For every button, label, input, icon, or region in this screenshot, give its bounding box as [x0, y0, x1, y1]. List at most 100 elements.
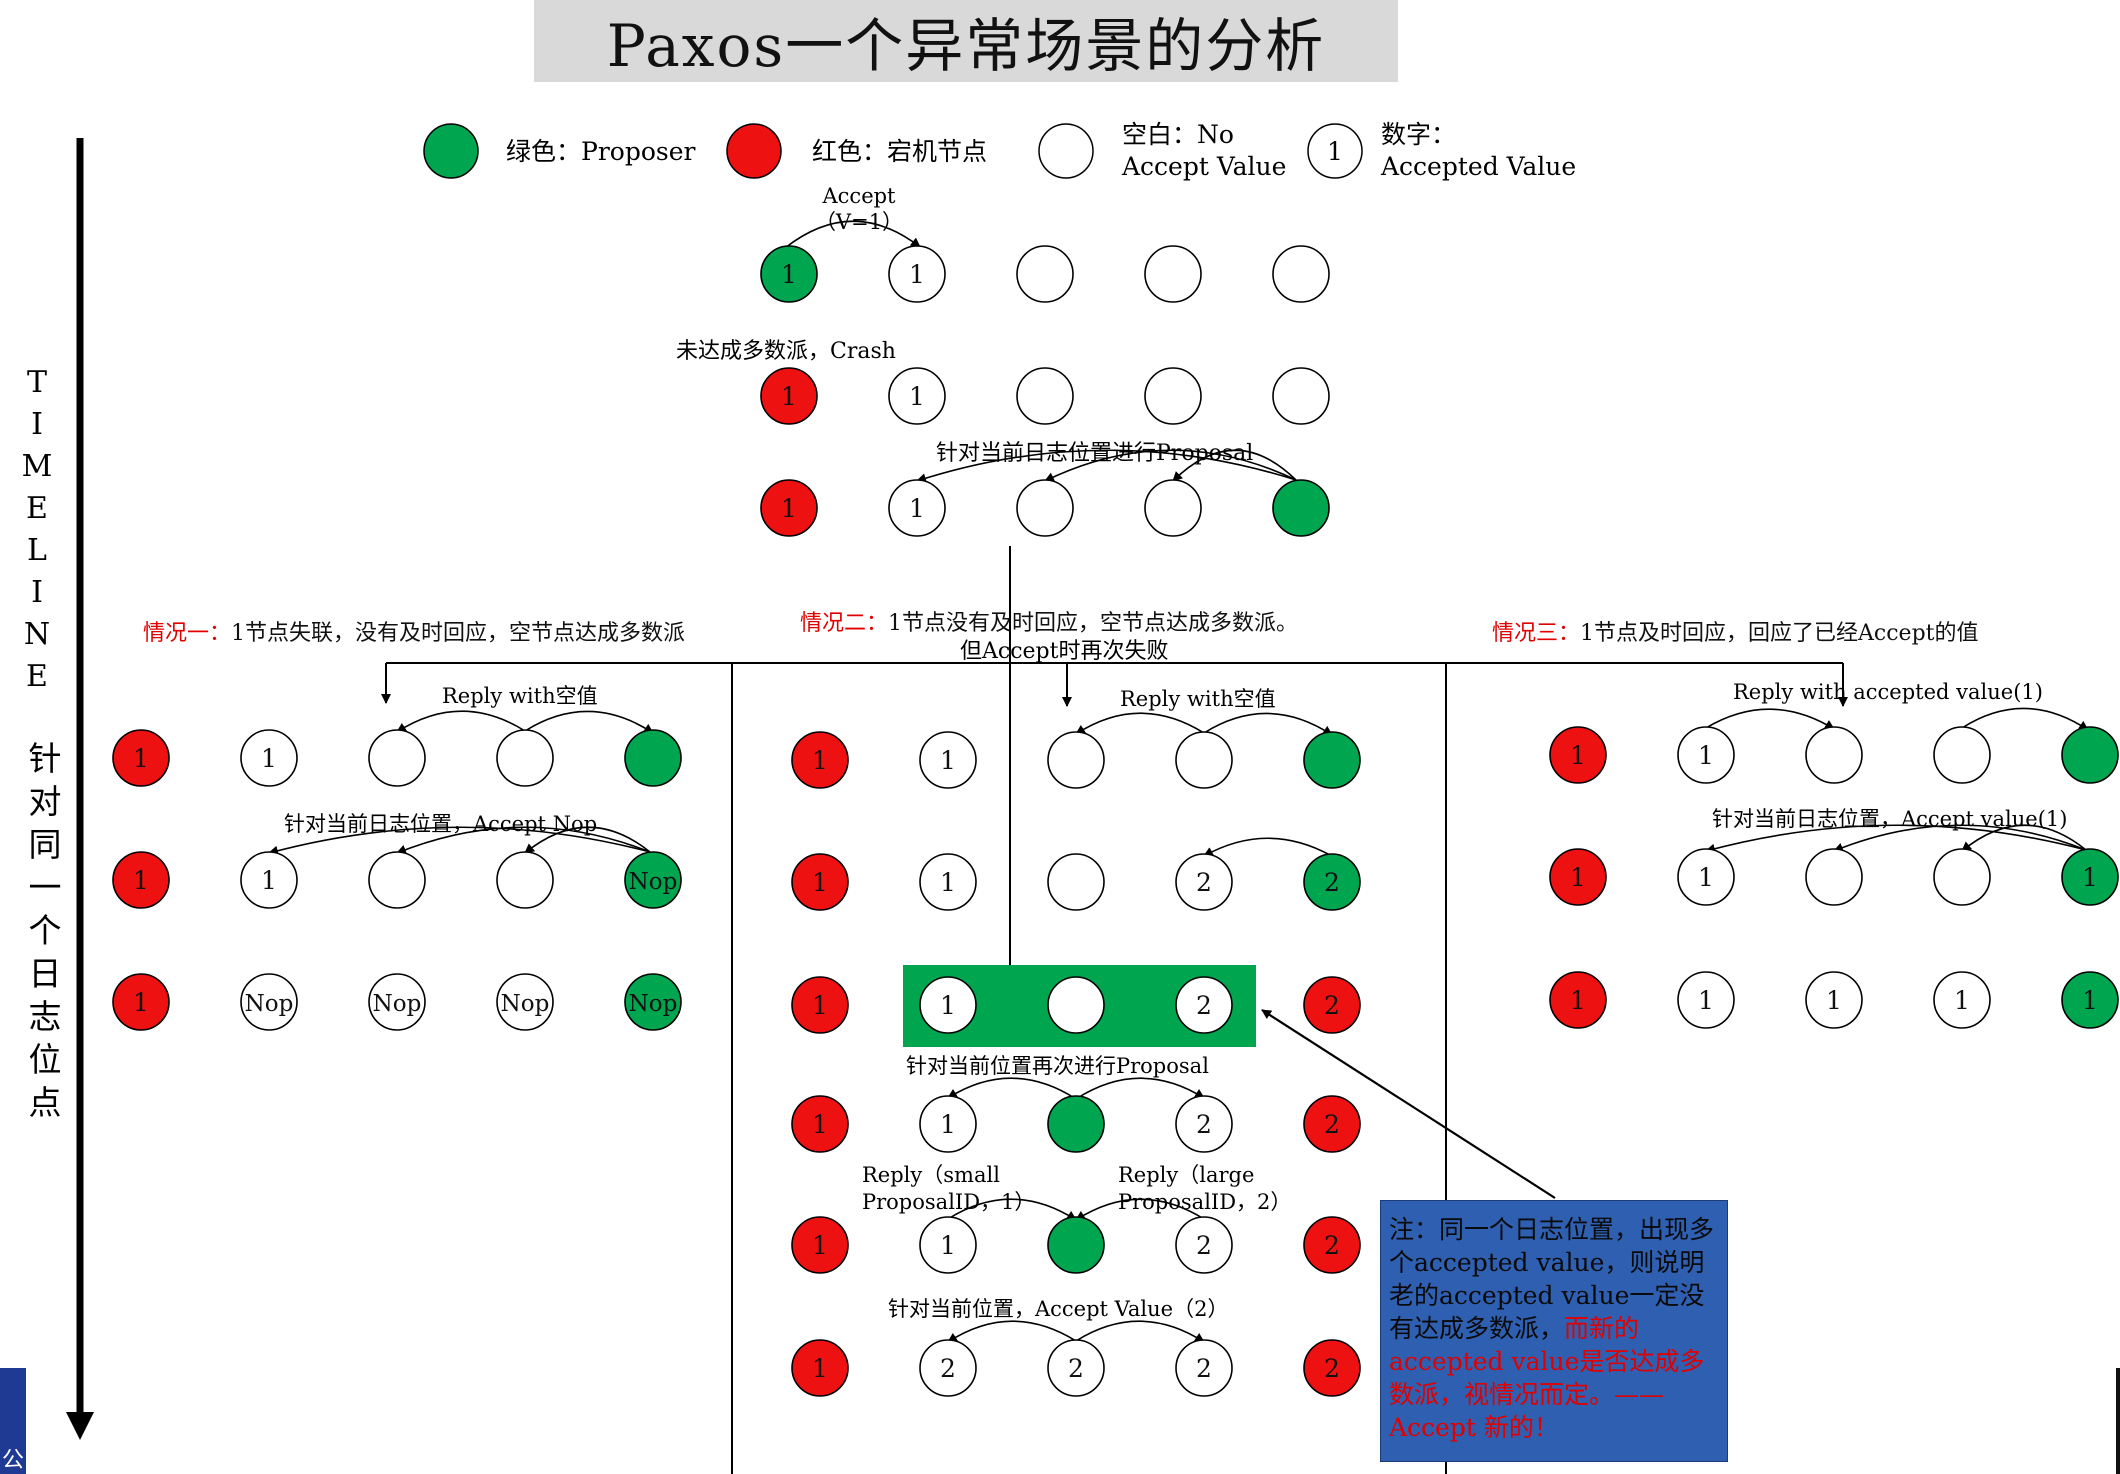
case1-row-2-node: 1 [112, 973, 170, 1031]
node-value: Nop [373, 991, 422, 1017]
case1-row-2-node: Nop [496, 973, 554, 1031]
node-circle [2061, 848, 2119, 906]
node-circle [1016, 479, 1074, 537]
node-circle [919, 1339, 977, 1397]
legend-number-node-text: 1 [1327, 137, 1343, 166]
case2-reply-label: Reply with空值 [1120, 687, 1276, 711]
node-circle [1805, 971, 1863, 1029]
message-arrow [524, 826, 651, 854]
top-row-1-node: 1 [760, 367, 818, 425]
node-circle [624, 729, 682, 787]
top-row-1-node: 1 [888, 367, 946, 425]
case3-row-1-node [1805, 848, 1863, 906]
node-circle [919, 853, 977, 911]
node-circle [1016, 245, 1074, 303]
node-circle [1047, 1216, 1105, 1274]
case1-row-0-node: 1 [240, 729, 298, 787]
top-row-0-node [1272, 245, 1330, 303]
case2-reply-large-2: ProposalID，2） [1118, 1190, 1291, 1214]
node-value: 2 [1324, 991, 1340, 1020]
message-arrow [1075, 712, 1205, 735]
node-value: 1 [1570, 741, 1586, 770]
node-value: 1 [133, 866, 149, 895]
timeline-cjk-char: 日 [29, 954, 62, 993]
node-circle [1805, 726, 1863, 784]
message-arrow [1203, 837, 1331, 857]
node-value: 2 [1196, 1231, 1212, 1260]
node-value: 1 [812, 1354, 828, 1383]
case3-row-0-node: 1 [1549, 726, 1607, 784]
node-value: 1 [781, 494, 797, 523]
top-row-0-node: 1 [888, 245, 946, 303]
legend-number-swatch [1307, 123, 1363, 179]
node-value: Nop [629, 869, 678, 895]
message-arrow [1705, 708, 1835, 730]
node-circle [1175, 1095, 1233, 1153]
case1-row-2-node: Nop [624, 973, 682, 1031]
note-text: 注：同一个日志位置，出现多个accepted value，则说明老的accept… [1389, 1215, 1715, 1343]
node-circle [791, 1339, 849, 1397]
node-circle [1677, 726, 1735, 784]
node-circle [496, 851, 554, 909]
node-circle [112, 851, 170, 909]
case2-row-2-node: 2 [1303, 976, 1361, 1034]
timeline-cjk-char: 一 [29, 868, 62, 907]
node-value: 2 [1324, 1354, 1340, 1383]
node-circle [1303, 731, 1361, 789]
case2-row-4-node: 1 [919, 1216, 977, 1274]
message-arrows [268, 220, 2089, 1343]
message-arrow [1961, 824, 2087, 852]
node-value: 1 [1570, 986, 1586, 1015]
case2-row-2-node: 2 [1175, 976, 1233, 1034]
node-value: 1 [940, 1231, 956, 1260]
timeline-letter: E [26, 491, 48, 526]
case2-row-1-node: 1 [919, 853, 977, 911]
case2-row-3-node: 1 [919, 1095, 977, 1153]
case3-row-2-node: 1 [1805, 971, 1863, 1029]
case2-reply-small-1: Reply（small [862, 1163, 1000, 1187]
case3-row-0-node [1933, 726, 1991, 784]
node-value: 1 [909, 382, 925, 411]
note-text-red: 而新的accepted value是否达成多数派，视情况而定。——Accept … [1389, 1314, 1705, 1442]
message-arrow [1044, 449, 1297, 482]
node-circle [791, 853, 849, 911]
node-circle [1933, 726, 1991, 784]
case2-row-3-node: 2 [1175, 1095, 1233, 1153]
node-value: 1 [2082, 863, 2098, 892]
node-circle [888, 367, 946, 425]
case1-row-2-node: Nop [240, 973, 298, 1031]
node-value: 1 [812, 868, 828, 897]
case1-row-0-node: 1 [112, 729, 170, 787]
node-circle [1933, 848, 1991, 906]
case2-row-4-node [1047, 1216, 1105, 1274]
node-circle [1303, 853, 1361, 911]
node-circle [791, 1095, 849, 1153]
case3-accept-label: 针对当前日志位置，Accept value(1) [1712, 807, 2067, 831]
case3-row-2-node: 1 [1677, 971, 1735, 1029]
node-value: 1 [940, 746, 956, 775]
legend: 绿色：Proposer 红色：宕机节点 空白：No Accept Value 1… [423, 120, 1576, 181]
node-value: 1 [1698, 863, 1714, 892]
note-box: 注：同一个日志位置，出现多个accepted value，则说明老的accept… [1380, 1200, 1728, 1462]
message-arrow [784, 220, 921, 249]
note-pointer-arrow [1261, 1009, 1556, 1199]
case2-row-5-node: 2 [1047, 1339, 1105, 1397]
node-circle [791, 1216, 849, 1274]
node-circle [1303, 1095, 1361, 1153]
node-value: 2 [1196, 1110, 1212, 1139]
node-value: 1 [1698, 741, 1714, 770]
node-value: Nop [245, 991, 294, 1017]
timeline-arrow-head [66, 1412, 94, 1440]
timeline-cjk-char: 位 [29, 1040, 62, 1079]
case2-row-0-node [1303, 731, 1361, 789]
node-circle [760, 367, 818, 425]
timeline-cjk-char: 对 [29, 782, 62, 821]
timeline-cjk-char: 针 [29, 739, 62, 778]
timeline-letter: M [22, 449, 53, 484]
page-title: Paxos一个异常场景的分析 [534, 0, 1398, 82]
node-circle [919, 1216, 977, 1274]
legend-proposer-label: 绿色：Proposer [506, 137, 696, 166]
node-value: 2 [1068, 1354, 1084, 1383]
node-circle [1272, 479, 1330, 537]
